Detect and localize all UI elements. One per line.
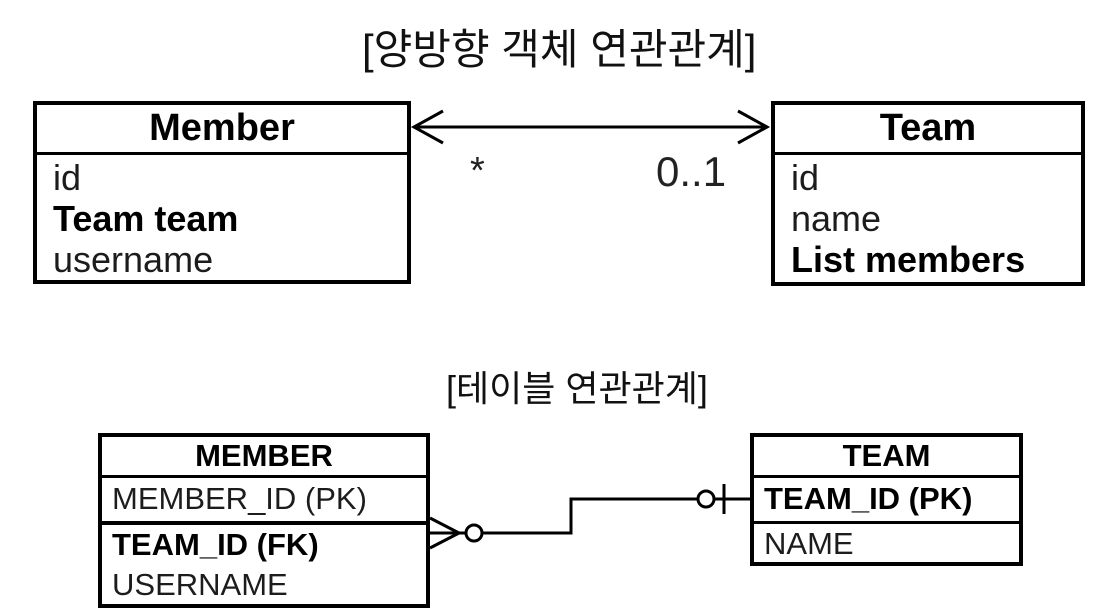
crows-foot-prong-upper bbox=[429, 516, 460, 535]
member-field-team: Team team bbox=[53, 198, 239, 239]
member-class-box: Member id Team team username bbox=[33, 101, 411, 284]
zero-or-many-circle-icon bbox=[464, 523, 484, 543]
right-arrowhead-icon bbox=[737, 109, 771, 145]
crows-foot-prong-lower bbox=[429, 531, 460, 550]
table-association-title: [테이블 연관관계] bbox=[446, 368, 708, 409]
relationship-path bbox=[430, 497, 750, 535]
table-relationship-line bbox=[429, 484, 750, 550]
left-arrowhead-icon bbox=[410, 109, 444, 145]
member-field-username: username bbox=[53, 239, 214, 280]
member-table-fk-row: TEAM_ID (FK) bbox=[112, 527, 319, 562]
team-class-fields: id name List members bbox=[775, 155, 1081, 280]
source-multiplicity-label: * bbox=[470, 150, 485, 192]
member-field-id: id bbox=[53, 157, 82, 198]
team-class-name: Team bbox=[775, 105, 1081, 155]
member-table-pk-row: MEMBER_ID (PK) bbox=[102, 478, 426, 525]
team-class-box: Team id name List members bbox=[771, 101, 1085, 286]
team-table-name-row: NAME bbox=[764, 526, 854, 561]
team-table-pk-row: TEAM_ID (PK) bbox=[754, 478, 1019, 524]
team-table-name: TEAM bbox=[754, 437, 1019, 478]
member-table-username-row: USERNAME bbox=[112, 567, 288, 602]
zero-or-one-circle-icon bbox=[696, 489, 716, 509]
member-class-name: Member bbox=[37, 105, 407, 155]
object-association-title: [양방향 객체 연관관계] bbox=[362, 26, 757, 73]
team-field-id: id bbox=[791, 157, 820, 198]
team-field-members: List members bbox=[791, 239, 1026, 280]
member-table-box: MEMBER MEMBER_ID (PK) TEAM_ID (FK) USERN… bbox=[98, 433, 430, 608]
team-table-box: TEAM TEAM_ID (PK) NAME bbox=[750, 433, 1023, 566]
bidirectional-association-arrow bbox=[410, 109, 771, 145]
team-field-name: name bbox=[791, 198, 882, 239]
member-table-name: MEMBER bbox=[102, 437, 426, 478]
member-class-fields: id Team team username bbox=[37, 155, 407, 280]
target-multiplicity-label: 0..1 bbox=[656, 148, 727, 195]
